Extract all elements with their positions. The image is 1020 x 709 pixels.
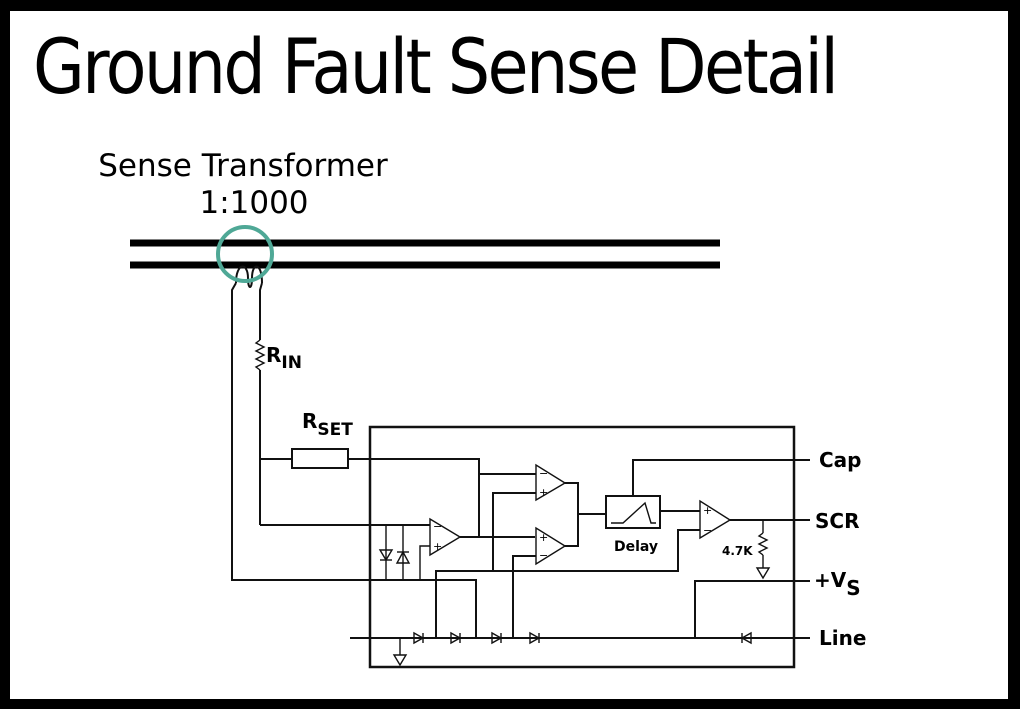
pin-vs-label: +VS [814,568,861,600]
transformer-core-icon [216,225,274,283]
wire-rset-right [348,458,480,537]
rset-label: RSET [302,409,353,440]
wire-supply-loop [370,579,477,638]
transformer-label: Sense Transformer [98,148,388,184]
rectifier-diode-4-icon [529,631,541,645]
rectifier-diode-3-icon [491,631,503,645]
output-opamp-icon [699,499,732,540]
wire-sense-return [231,282,370,581]
wire-comparator-or [565,482,579,547]
input-opamp-icon [429,517,462,557]
wire-ref [435,529,700,638]
ground-icon [755,567,771,580]
clamp-diode-down-icon [378,549,394,562]
resistor-4k7-icon [757,532,769,556]
opamp3-plus: + [703,504,712,517]
comparator-top-icon [535,463,567,502]
pin-line-label: Line [819,626,866,650]
comp1-minus: − [539,467,548,480]
pulldown-value: 4.7K [722,544,753,558]
delay-ramp-icon [611,501,656,524]
delay-label: Delay [614,539,658,555]
wire-comp2-minus [512,555,536,638]
wire-comp1-plus [492,492,536,571]
rectifier-diodes [413,631,752,645]
rectifier-diode-2-icon [450,631,462,645]
opamp1-minus: − [433,520,442,533]
clamp-diode-up-icon [395,550,411,564]
diagram-frame [10,11,1008,699]
comp2-minus: − [539,549,548,562]
secondary-coil-icon [235,265,263,288]
wire-vs [694,580,810,638]
wire-in-plus [419,545,430,580]
wire-cap [632,459,810,496]
opamp1-plus: + [433,540,442,553]
ic-ground-icon [392,654,408,667]
comp2-plus: + [539,531,548,544]
ic-package [368,425,796,669]
transformer-ratio: 1:1000 [199,185,308,221]
opamp3-minus: − [703,524,712,537]
resistor-rin-icon [254,339,266,371]
comp1-plus: + [539,486,548,499]
pin-cap-label: Cap [819,448,862,472]
resistor-rset-icon [291,448,349,469]
wire-rin-top [259,282,263,340]
diagram-title: Ground Fault Sense Detail [33,22,839,111]
rectifier-diode-1-icon [413,631,425,645]
comparator-bottom-icon [535,526,567,566]
pin-scr-label: SCR [815,509,859,533]
rin-label: RIN [266,343,302,373]
line-diode-icon [740,631,752,645]
